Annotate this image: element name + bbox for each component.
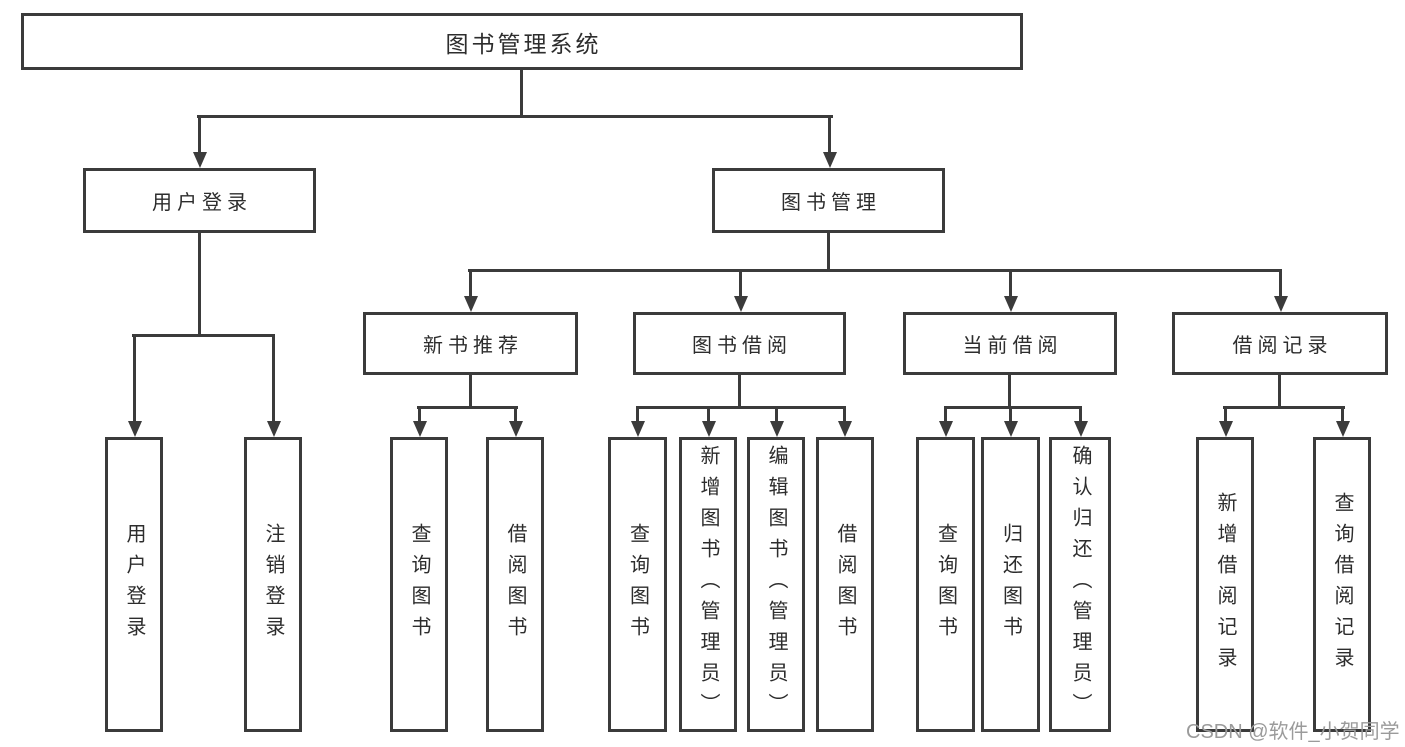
node-bb-add-book-admin-label: 新增图书（管理员） — [697, 445, 719, 724]
connector-new-book-branch — [417, 406, 518, 409]
connector-book-management-stem — [827, 233, 830, 271]
csdn-watermark: CSDN @软件_小贺同学 — [1186, 721, 1400, 743]
node-new-book-recommend-label: 新书推荐 — [423, 335, 523, 357]
node-book-borrowing-label: 图书借阅 — [692, 335, 792, 357]
node-book-borrowing: 图书借阅 — [633, 312, 846, 375]
connector-current-borrowing-branch — [944, 406, 1082, 409]
arrow-down-nb-query — [412, 406, 427, 437]
node-book-management-label: 图书管理 — [781, 192, 881, 214]
arrow-down-br-add — [1218, 406, 1233, 437]
node-user-login-action-label: 用户登录 — [123, 522, 145, 647]
node-user-login-label: 用户登录 — [152, 192, 252, 214]
node-bb-query-books-label: 查询图书 — [626, 522, 649, 647]
connector-root-stem — [520, 70, 523, 117]
arrow-down-nb-borrow — [508, 406, 523, 437]
arrow-down-bb-add — [701, 406, 716, 437]
node-bb-add-book-admin: 新增图书（管理员） — [679, 437, 737, 732]
node-br-query-record-label: 查询借阅记录 — [1331, 491, 1353, 678]
arrow-down-br-query — [1335, 406, 1350, 437]
connector-book-management-branch — [468, 269, 1282, 272]
arrow-down-to-current-borrowing — [1003, 269, 1018, 312]
node-book-management: 图书管理 — [712, 168, 945, 233]
arrow-down-to-user-login — [192, 115, 207, 168]
node-cb-query-books-label: 查询图书 — [934, 522, 957, 647]
connector-user-login-branch — [132, 334, 275, 337]
node-br-add-record: 新增借阅记录 — [1196, 437, 1254, 732]
arrow-down-to-new-book-recommend — [463, 269, 478, 312]
node-nb-borrow-books-label: 借阅图书 — [504, 522, 526, 647]
connector-book-borrowing-branch — [636, 406, 846, 409]
node-library-system: 图书管理系统 — [21, 13, 1023, 70]
node-cb-confirm-return-admin: 确认归还（管理员） — [1049, 437, 1111, 732]
node-logout-action-label: 注销登录 — [262, 522, 284, 647]
arrow-down-bb-borrow — [837, 406, 852, 437]
connector-root-branch — [197, 115, 833, 118]
connector-borrowing-records-branch — [1223, 406, 1345, 409]
arrow-down-cb-confirm — [1073, 406, 1088, 437]
node-bb-edit-book-admin-label: 编辑图书（管理员） — [765, 445, 787, 724]
node-bb-query-books: 查询图书 — [608, 437, 667, 732]
node-current-borrowing-label: 当前借阅 — [962, 335, 1063, 357]
node-borrowing-records: 借阅记录 — [1172, 312, 1388, 375]
arrow-down-cb-query — [938, 406, 953, 437]
node-logout-action: 注销登录 — [244, 437, 302, 732]
node-cb-query-books: 查询图书 — [916, 437, 975, 732]
connector-new-book-stem — [469, 375, 472, 408]
arrow-down-to-login-action — [127, 334, 142, 437]
node-user-login-action: 用户登录 — [105, 437, 163, 732]
connector-user-login-stem — [198, 233, 201, 336]
arrow-down-to-book-borrowing — [733, 269, 748, 312]
arrow-down-bb-edit — [769, 406, 784, 437]
node-nb-query-books: 查询图书 — [390, 437, 448, 732]
node-cb-confirm-return-admin-label: 确认归还（管理员） — [1069, 445, 1091, 724]
connector-current-borrowing-stem — [1008, 375, 1011, 408]
node-borrowing-records-label: 借阅记录 — [1232, 335, 1333, 357]
arrow-down-to-borrowing-records — [1273, 269, 1288, 312]
node-bb-edit-book-admin: 编辑图书（管理员） — [747, 437, 805, 732]
node-cb-return-book: 归还图书 — [981, 437, 1040, 732]
node-br-add-record-label: 新增借阅记录 — [1214, 491, 1236, 678]
arrow-down-cb-return — [1003, 406, 1018, 437]
arrow-down-to-logout-action — [266, 334, 281, 437]
arrow-down-to-book-management — [822, 115, 837, 168]
node-br-query-record: 查询借阅记录 — [1313, 437, 1371, 732]
connector-book-borrowing-stem — [738, 375, 741, 408]
connector-borrowing-records-stem — [1278, 375, 1281, 408]
node-new-book-recommend: 新书推荐 — [363, 312, 578, 375]
arrow-down-bb-query — [630, 406, 645, 437]
node-user-login: 用户登录 — [83, 168, 316, 233]
node-nb-query-books-label: 查询图书 — [408, 522, 430, 647]
node-current-borrowing: 当前借阅 — [903, 312, 1117, 375]
node-cb-return-book-label: 归还图书 — [999, 522, 1022, 647]
node-bb-borrow-books-label: 借阅图书 — [834, 522, 856, 647]
node-library-system-label: 图书管理系统 — [445, 30, 602, 57]
node-nb-borrow-books: 借阅图书 — [486, 437, 544, 732]
node-bb-borrow-books: 借阅图书 — [816, 437, 874, 732]
